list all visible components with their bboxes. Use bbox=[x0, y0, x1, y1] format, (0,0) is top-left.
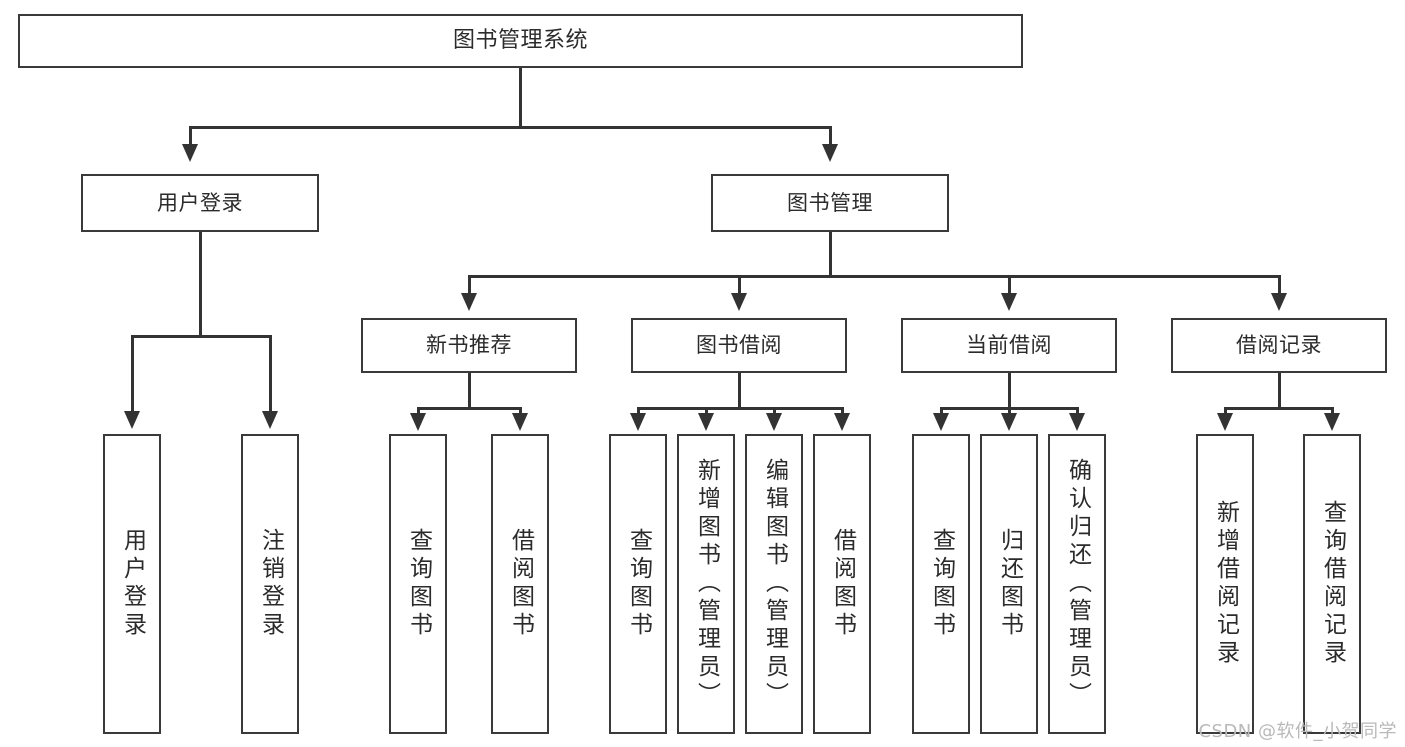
node-label: 查询图书 bbox=[928, 528, 955, 640]
node-label: 查询图书 bbox=[625, 528, 652, 640]
node-label: 用户登录 bbox=[119, 528, 146, 640]
node-leaf-borrow-book-1[interactable]: 借阅图书 bbox=[491, 434, 549, 734]
node-leaf-query-book-3[interactable]: 查询图书 bbox=[912, 434, 970, 734]
connector-level3-bus bbox=[468, 275, 1280, 278]
connector-new-book-recommend-bus bbox=[417, 407, 521, 410]
connector-user-login-stem bbox=[199, 232, 202, 337]
node-label: 图书借阅 bbox=[696, 333, 782, 358]
arrowhead-leaf-query-record bbox=[1324, 413, 1340, 431]
arrowhead-current-borrow bbox=[1001, 293, 1017, 311]
arrowhead-leaf-return-book bbox=[1001, 413, 1017, 431]
connector-nbr-right bbox=[519, 407, 522, 415]
arrowhead-leaf-borrow-book-2 bbox=[834, 413, 850, 431]
connector-cb-1 bbox=[940, 407, 943, 415]
node-label: 图书管理 bbox=[787, 190, 873, 215]
connector-user-login-bus bbox=[131, 335, 271, 338]
connector-user-login-right bbox=[269, 335, 272, 413]
node-user-login[interactable]: 用户登录 bbox=[81, 174, 319, 232]
node-label: 注销登录 bbox=[257, 528, 284, 640]
connector-new-book-recommend-stem bbox=[468, 373, 471, 409]
connector-user-login-left bbox=[131, 335, 134, 413]
arrowhead-leaf-add-book bbox=[698, 413, 714, 431]
node-label: 用户登录 bbox=[157, 190, 243, 215]
connector-bb-2 bbox=[705, 407, 708, 415]
connector-root-stem bbox=[519, 68, 522, 128]
node-label: 编辑图书（管理员） bbox=[761, 458, 788, 710]
node-label: 新书推荐 bbox=[426, 333, 512, 358]
connector-root-to-book-management bbox=[829, 126, 832, 146]
node-leaf-edit-book[interactable]: 编辑图书（管理员） bbox=[745, 434, 803, 734]
connector-br-right bbox=[1331, 407, 1334, 415]
arrowhead-leaf-confirm-return bbox=[1069, 413, 1085, 431]
node-leaf-user-login[interactable]: 用户登录 bbox=[103, 434, 161, 734]
arrowhead-borrow-record bbox=[1271, 293, 1287, 311]
node-leaf-query-record[interactable]: 查询借阅记录 bbox=[1303, 434, 1361, 734]
arrowhead-leaf-query-book-2 bbox=[630, 413, 646, 431]
node-root-system[interactable]: 图书管理系统 bbox=[18, 14, 1023, 68]
connector-current-borrow-stem bbox=[1008, 373, 1011, 409]
arrowhead-leaf-query-book-1 bbox=[410, 413, 426, 431]
watermark-text: CSDN @软件_小贺同学 bbox=[1198, 721, 1397, 742]
node-book-borrow[interactable]: 图书借阅 bbox=[631, 318, 847, 373]
connector-cb-2 bbox=[1008, 407, 1011, 415]
node-label: 借阅图书 bbox=[829, 528, 856, 640]
connector-bb-4 bbox=[841, 407, 844, 415]
node-leaf-add-record[interactable]: 新增借阅记录 bbox=[1196, 434, 1254, 734]
node-label: 借阅记录 bbox=[1236, 333, 1322, 358]
arrowhead-user-login bbox=[182, 144, 198, 162]
arrowhead-book-borrow bbox=[731, 293, 747, 311]
arrowhead-new-book-recommend bbox=[461, 293, 477, 311]
connector-br-left bbox=[1224, 407, 1227, 415]
connector-bb-1 bbox=[637, 407, 640, 415]
node-label: 查询图书 bbox=[405, 528, 432, 640]
connector-borrow-record-stem bbox=[1278, 373, 1281, 409]
connector-nbr-left bbox=[417, 407, 420, 415]
node-leaf-borrow-book-2[interactable]: 借阅图书 bbox=[813, 434, 871, 734]
node-leaf-query-book-2[interactable]: 查询图书 bbox=[609, 434, 667, 734]
node-label: 确认归还（管理员） bbox=[1064, 458, 1091, 710]
connector-root-to-user-login bbox=[189, 126, 192, 146]
node-label: 借阅图书 bbox=[507, 528, 534, 640]
arrowhead-leaf-borrow-book-1 bbox=[512, 413, 528, 431]
node-label: 当前借阅 bbox=[966, 333, 1052, 358]
arrowhead-book-management bbox=[822, 144, 838, 162]
node-book-management[interactable]: 图书管理 bbox=[711, 174, 949, 232]
node-leaf-query-book-1[interactable]: 查询图书 bbox=[389, 434, 447, 734]
connector-book-borrow-bus bbox=[637, 407, 841, 410]
arrowhead-leaf-edit-book bbox=[766, 413, 782, 431]
connector-cb-3 bbox=[1076, 407, 1079, 415]
connector-bb-3 bbox=[773, 407, 776, 415]
node-new-book-recommend[interactable]: 新书推荐 bbox=[361, 318, 577, 373]
arrowhead-leaf-query-book-3 bbox=[933, 413, 949, 431]
connector-borrow-record-bus bbox=[1224, 407, 1334, 410]
node-label: 新增借阅记录 bbox=[1212, 500, 1239, 668]
node-label: 新增图书（管理员） bbox=[693, 458, 720, 710]
connector-book-borrow-stem bbox=[738, 373, 741, 409]
node-borrow-record[interactable]: 借阅记录 bbox=[1171, 318, 1387, 373]
arrowhead-leaf-user-login bbox=[124, 411, 140, 429]
node-leaf-add-book[interactable]: 新增图书（管理员） bbox=[677, 434, 735, 734]
node-leaf-return-book[interactable]: 归还图书 bbox=[980, 434, 1038, 734]
node-label: 归还图书 bbox=[996, 528, 1023, 640]
node-current-borrow[interactable]: 当前借阅 bbox=[901, 318, 1117, 373]
node-label: 查询借阅记录 bbox=[1319, 500, 1346, 668]
arrowhead-leaf-logout bbox=[262, 411, 278, 429]
arrowhead-leaf-add-record bbox=[1217, 413, 1233, 431]
connector-to-new-book-recommend bbox=[468, 275, 471, 295]
connector-root-bus bbox=[189, 126, 832, 129]
connector-book-management-stem bbox=[829, 232, 832, 277]
connector-to-borrow-record bbox=[1278, 275, 1281, 295]
connector-to-book-borrow bbox=[738, 275, 741, 295]
connector-to-current-borrow bbox=[1008, 275, 1011, 295]
node-leaf-confirm-return[interactable]: 确认归还（管理员） bbox=[1048, 434, 1106, 734]
node-leaf-logout[interactable]: 注销登录 bbox=[241, 434, 299, 734]
node-label: 图书管理系统 bbox=[452, 27, 588, 53]
